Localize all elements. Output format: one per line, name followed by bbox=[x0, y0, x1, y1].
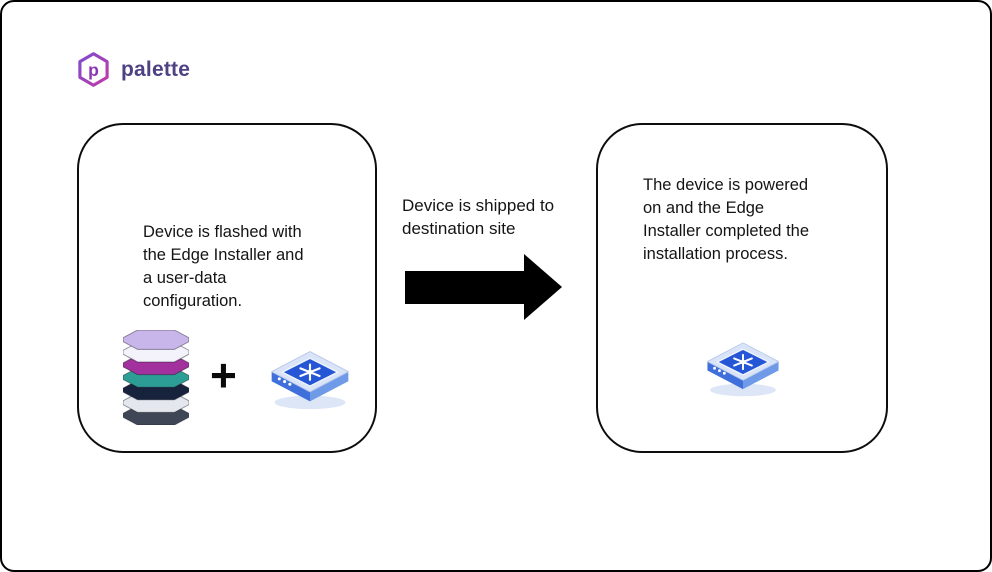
shipping-label: Device is shipped to destination site bbox=[402, 194, 554, 240]
plus-sign: + bbox=[210, 349, 237, 401]
installed-stage-text: The device is powered on and the Edge In… bbox=[643, 174, 809, 266]
text-line: a user-data bbox=[143, 269, 227, 287]
palette-logo: p palette bbox=[75, 51, 190, 88]
logo-hexagon bbox=[78, 52, 109, 87]
text-line: configuration. bbox=[143, 292, 243, 310]
text-line: destination site bbox=[402, 219, 516, 238]
edge-device-icon bbox=[270, 350, 350, 411]
palette-logo-icon: p bbox=[78, 52, 109, 87]
brand-name: palette bbox=[121, 57, 191, 81]
flow-arrow-shaft bbox=[405, 271, 525, 304]
installed-stage-box: The device is powered on and the Edge In… bbox=[596, 123, 888, 453]
flashing-stage-box: Device is flashed with the Edge Installe… bbox=[77, 123, 377, 453]
text-line: The device is powered bbox=[643, 176, 809, 194]
flow-arrow-head bbox=[524, 254, 562, 320]
flashing-stage-text: Device is flashed with the Edge Installe… bbox=[143, 221, 304, 313]
text-line: Device is shipped to bbox=[402, 196, 555, 215]
logo-letter: p bbox=[88, 60, 99, 80]
software-layer-stack-icon bbox=[123, 330, 189, 425]
stack-layer bbox=[123, 330, 189, 350]
text-line: the Edge Installer and bbox=[143, 246, 304, 264]
text-line: on and the Edge bbox=[643, 199, 765, 217]
text-line: Installer completed the bbox=[643, 222, 810, 240]
text-line: Device is flashed with bbox=[143, 223, 302, 241]
text-line: installation process. bbox=[643, 245, 788, 263]
edge-device-icon bbox=[706, 341, 780, 398]
